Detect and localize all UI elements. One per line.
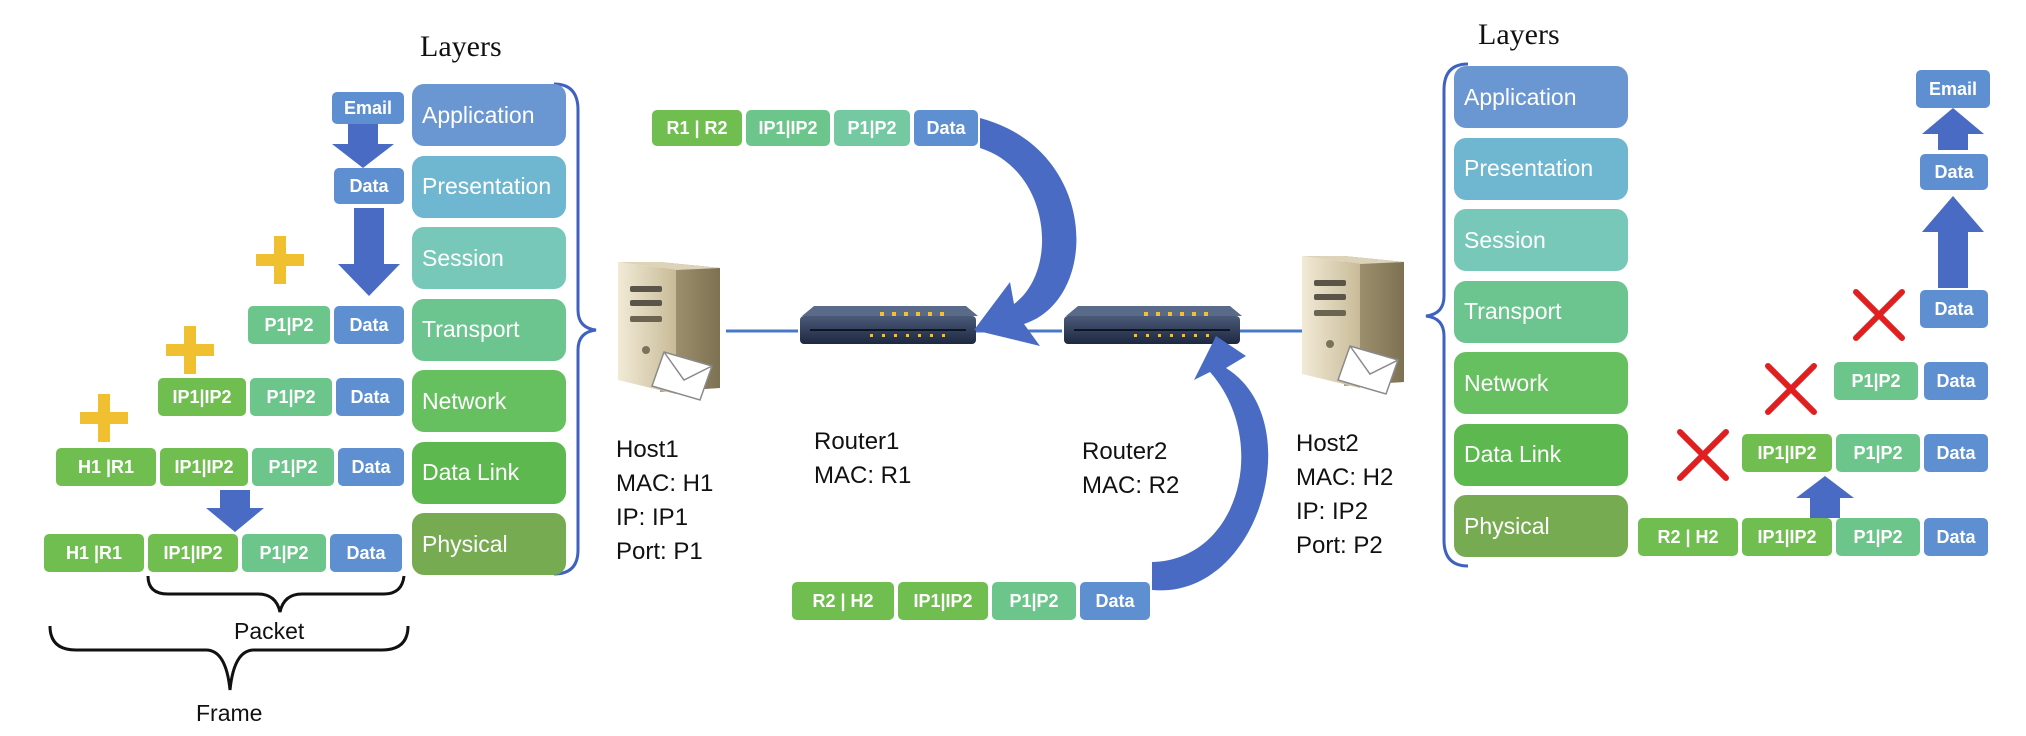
dec-frame-ips: IP1|IP2 [1742, 518, 1832, 556]
layer-network: Network [1454, 352, 1628, 414]
host2-name: Host2 [1296, 430, 1359, 457]
router1-mac: MAC: R1 [814, 462, 912, 489]
curved-arrow-to-router1 [974, 118, 1077, 346]
enc-frame1-data: Data [338, 448, 404, 486]
cross-icon-macs [1677, 429, 1729, 481]
right-layers-title: Layers [1478, 18, 1560, 51]
packet-label: Packet [234, 618, 305, 644]
hop-top-ports: P1|P2 [834, 110, 910, 146]
host1-ip: IP: IP1 [616, 504, 689, 531]
dec-email-box: Email [1916, 70, 1990, 108]
enc-pkt-data: Data [336, 378, 404, 416]
enc-frame2-ports: P1|P2 [242, 534, 326, 572]
frame-brace [48, 625, 410, 691]
layer-data-link: Data Link [412, 441, 566, 504]
dec-data-top-box: Data [1920, 154, 1988, 190]
router1-icon [800, 306, 978, 344]
router2-mac: MAC: R2 [1082, 472, 1180, 499]
layer-presentation: Presentation [412, 155, 566, 218]
layer-application: Application [412, 84, 566, 146]
arrow-down-email-to-data [332, 122, 394, 168]
hop-top-ips: IP1|IP2 [746, 110, 830, 146]
enc-pkt-ips: IP1|IP2 [158, 378, 246, 416]
dec-packet-ports: P1|P2 [1836, 434, 1920, 472]
enc-seg-ports: P1|P2 [248, 306, 330, 344]
enc-seg-data: Data [334, 306, 404, 344]
host1-port: Port: P1 [616, 538, 703, 565]
router2-name: Router2 [1082, 438, 1168, 465]
layer-session: Session [1454, 209, 1628, 271]
enc-pkt-ports: P1|P2 [250, 378, 332, 416]
dec-segment-data: Data [1924, 362, 1988, 400]
hop-bottom-data: Data [1080, 582, 1150, 620]
cross-icon-ports [1853, 289, 1905, 341]
arrow-up-frame-to-packet [1796, 476, 1854, 518]
layer-physical: Physical [1454, 495, 1628, 557]
host1-server-icon [618, 262, 720, 401]
left-layers-title: Layers [420, 30, 502, 63]
enc-frame2-macs: H1 |R1 [44, 534, 144, 572]
hop-bottom-ports: P1|P2 [992, 582, 1076, 620]
dec-packet-ips: IP1|IP2 [1742, 434, 1832, 472]
host2-ip: IP: IP2 [1296, 498, 1369, 525]
layer-data-link: Data Link [1454, 423, 1628, 486]
enc-frame1-ports: P1|P2 [252, 448, 334, 486]
dec-frame-macs: R2 | H2 [1638, 518, 1738, 556]
dec-frame-data: Data [1924, 518, 1988, 556]
plus-icon-ports [256, 236, 304, 284]
arrow-up-data-to-data [1922, 196, 1984, 288]
curved-arrow-to-router2 [1152, 336, 1269, 591]
enc-data-box: Data [334, 168, 404, 204]
layer-transport: Transport [1454, 280, 1628, 343]
dec-segment-ports: P1|P2 [1834, 362, 1918, 400]
enc-frame2-ips: IP1|IP2 [148, 534, 238, 572]
dec-frame-ports: P1|P2 [1836, 518, 1920, 556]
host2-mac: MAC: H2 [1296, 464, 1394, 491]
frame-label: Frame [196, 700, 263, 726]
layer-physical: Physical [412, 513, 566, 575]
enc-frame1-ips: IP1|IP2 [160, 448, 248, 486]
arrow-down-frame [206, 490, 264, 532]
cross-icon-ips [1765, 363, 1817, 415]
router2-icon [1064, 306, 1242, 344]
layer-session: Session [412, 227, 566, 289]
host1-name: Host1 [616, 436, 679, 463]
arrow-up-data-to-email [1922, 108, 1984, 150]
hop-top-data: Data [914, 110, 978, 146]
layer-transport: Transport [412, 298, 566, 361]
router1-name: Router1 [814, 428, 900, 455]
hop-top-macs: R1 | R2 [652, 110, 742, 146]
enc-frame2-data: Data [330, 534, 402, 572]
host1-mac: MAC: H1 [616, 470, 714, 497]
hop-bottom-ips: IP1|IP2 [898, 582, 988, 620]
right-layers-bracket [1425, 62, 1469, 568]
plus-icon-ips [166, 326, 214, 374]
hop-bottom-macs: R2 | H2 [792, 582, 894, 620]
host2-server-icon [1302, 256, 1404, 395]
enc-frame1-macs: H1 |R1 [56, 448, 156, 486]
plus-icon-macs [80, 394, 128, 442]
layer-application: Application [1454, 66, 1628, 128]
left-layers-bracket [553, 82, 597, 576]
packet-brace [146, 575, 406, 613]
layer-presentation: Presentation [1454, 137, 1628, 200]
enc-email-box: Email [332, 92, 404, 124]
dec-data-box: Data [1920, 290, 1988, 328]
host2-port: Port: P2 [1296, 532, 1383, 559]
dec-packet-data: Data [1924, 434, 1988, 472]
layer-network: Network [412, 370, 566, 432]
arrow-down-data-to-segment [338, 208, 400, 296]
